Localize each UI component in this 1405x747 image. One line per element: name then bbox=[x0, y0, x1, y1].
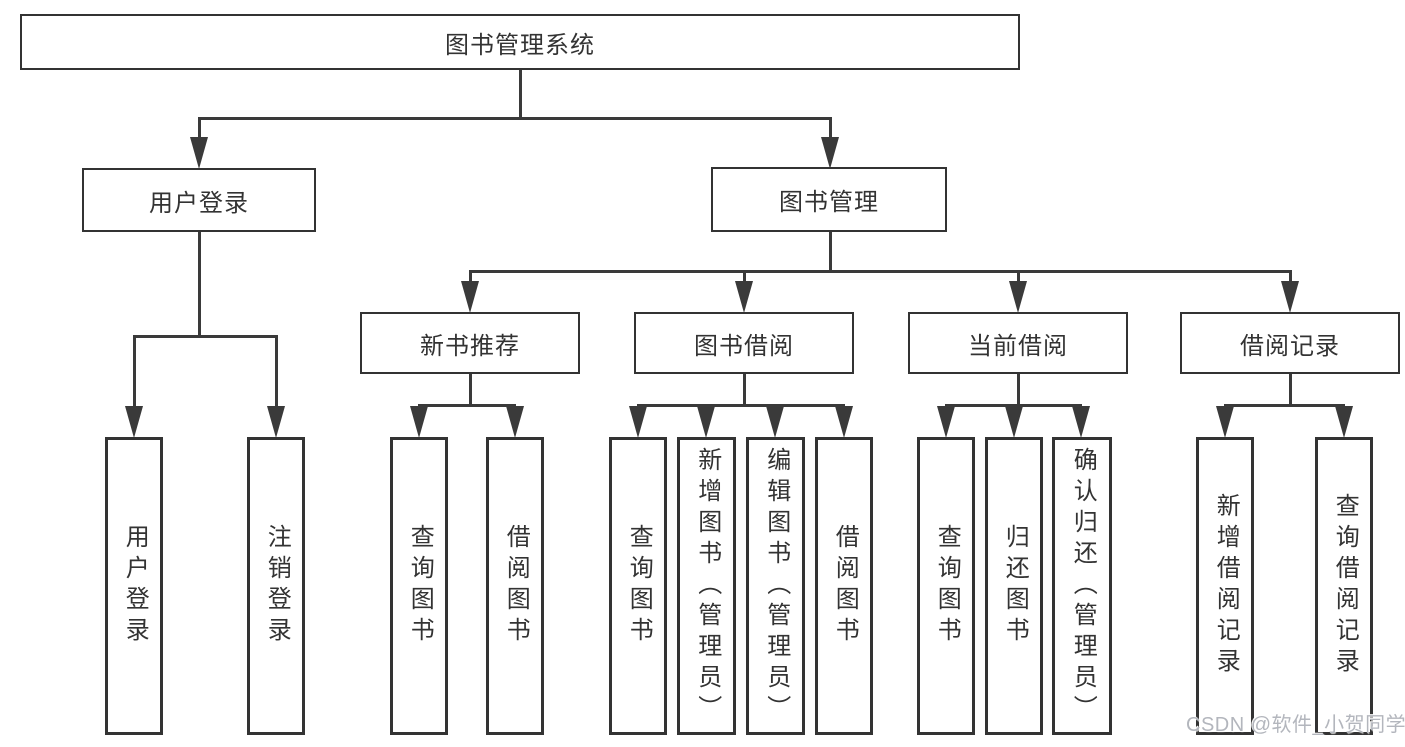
connector-line bbox=[469, 270, 472, 284]
leaf-label: 归还图书 bbox=[1001, 524, 1029, 648]
leaf-label: 用户登录 bbox=[121, 524, 149, 648]
node-book-management: 图书管理 bbox=[711, 167, 947, 232]
node-label: 图书借阅 bbox=[694, 332, 794, 360]
connector-line bbox=[1289, 270, 1292, 284]
arrow-down-icon bbox=[697, 406, 715, 438]
leaf-label: 确认归还（管理员） bbox=[1069, 446, 1097, 726]
arrow-down-icon bbox=[410, 406, 428, 438]
leaf-add-borrow-record: 新增借阅记录 bbox=[1196, 437, 1254, 735]
arrow-down-icon bbox=[937, 406, 955, 438]
connector-line bbox=[519, 70, 522, 119]
leaf-label: 注销登录 bbox=[263, 524, 291, 648]
arrow-down-icon bbox=[821, 137, 839, 169]
connector-line bbox=[469, 270, 1292, 273]
leaf-label: 新增借阅记录 bbox=[1212, 493, 1240, 679]
arrow-down-icon bbox=[1072, 406, 1090, 438]
leaf-query-borrow-record: 查询借阅记录 bbox=[1315, 437, 1373, 735]
arrow-down-icon bbox=[1005, 406, 1023, 438]
csdn-watermark: CSDN @软件_小贺同学 bbox=[1186, 714, 1405, 736]
node-label: 当前借阅 bbox=[968, 332, 1068, 360]
connector-line bbox=[637, 404, 845, 407]
leaf-borrow-books: 借阅图书 bbox=[815, 437, 873, 735]
connector-line bbox=[418, 404, 516, 407]
arrow-down-icon bbox=[461, 281, 479, 313]
connector-line bbox=[198, 232, 201, 337]
node-book-borrowing: 图书借阅 bbox=[634, 312, 854, 374]
arrow-down-icon bbox=[835, 406, 853, 438]
leaf-query-books-current: 查询图书 bbox=[917, 437, 975, 735]
leaf-return-books: 归还图书 bbox=[985, 437, 1043, 735]
leaf-query-books: 查询图书 bbox=[609, 437, 667, 735]
leaf-label: 查询借阅记录 bbox=[1331, 493, 1359, 679]
leaf-label: 编辑图书（管理员） bbox=[762, 446, 790, 726]
node-borrowing-records: 借阅记录 bbox=[1180, 312, 1400, 374]
node-label: 图书管理系统 bbox=[445, 31, 595, 59]
arrow-down-icon bbox=[267, 406, 285, 438]
connector-line bbox=[743, 374, 746, 406]
leaf-confirm-return-admin: 确认归还（管理员） bbox=[1052, 437, 1112, 735]
leaf-borrow-books-recommend: 借阅图书 bbox=[486, 437, 544, 735]
arrow-down-icon bbox=[766, 406, 784, 438]
leaf-query-books-recommend: 查询图书 bbox=[390, 437, 448, 735]
leaf-label: 查询图书 bbox=[406, 524, 434, 648]
connector-line bbox=[133, 335, 277, 338]
connector-line bbox=[198, 117, 831, 120]
node-library-management-system: 图书管理系统 bbox=[20, 14, 1020, 70]
connector-line bbox=[743, 270, 746, 284]
arrow-down-icon bbox=[1009, 281, 1027, 313]
arrow-down-icon bbox=[1335, 406, 1353, 438]
node-label: 新书推荐 bbox=[420, 332, 520, 360]
arrow-down-icon bbox=[1281, 281, 1299, 313]
connector-line bbox=[829, 232, 832, 272]
node-label: 图书管理 bbox=[779, 189, 879, 216]
leaf-label: 借阅图书 bbox=[502, 524, 530, 648]
connector-line bbox=[829, 117, 832, 142]
connector-line bbox=[133, 335, 136, 411]
connector-line bbox=[1289, 374, 1292, 406]
arrow-down-icon bbox=[735, 281, 753, 313]
connector-line bbox=[1017, 270, 1020, 284]
node-new-book-recommend: 新书推荐 bbox=[360, 312, 580, 374]
connector-line bbox=[1017, 374, 1020, 406]
connector-line bbox=[275, 335, 278, 411]
node-user-login: 用户登录 bbox=[82, 168, 316, 232]
leaf-label: 借阅图书 bbox=[831, 524, 859, 648]
connector-line bbox=[1224, 404, 1345, 407]
arrow-down-icon bbox=[506, 406, 524, 438]
node-label: 用户登录 bbox=[149, 189, 249, 217]
leaf-edit-books-admin: 编辑图书（管理员） bbox=[746, 437, 805, 735]
node-current-borrowing: 当前借阅 bbox=[908, 312, 1128, 374]
arrow-down-icon bbox=[125, 406, 143, 438]
connector-line bbox=[469, 374, 472, 406]
arrow-down-icon bbox=[1216, 406, 1234, 438]
connector-line bbox=[945, 404, 1082, 407]
leaf-add-books-admin: 新增图书（管理员） bbox=[677, 437, 736, 735]
arrow-down-icon bbox=[190, 137, 208, 169]
leaf-user-login: 用户登录 bbox=[105, 437, 163, 735]
leaf-label: 查询图书 bbox=[625, 524, 653, 648]
leaf-label: 新增图书（管理员） bbox=[693, 446, 721, 726]
connector-line bbox=[198, 117, 201, 142]
leaf-label: 查询图书 bbox=[933, 524, 961, 648]
leaf-logout: 注销登录 bbox=[247, 437, 305, 735]
arrow-down-icon bbox=[629, 406, 647, 438]
node-label: 借阅记录 bbox=[1240, 332, 1340, 360]
